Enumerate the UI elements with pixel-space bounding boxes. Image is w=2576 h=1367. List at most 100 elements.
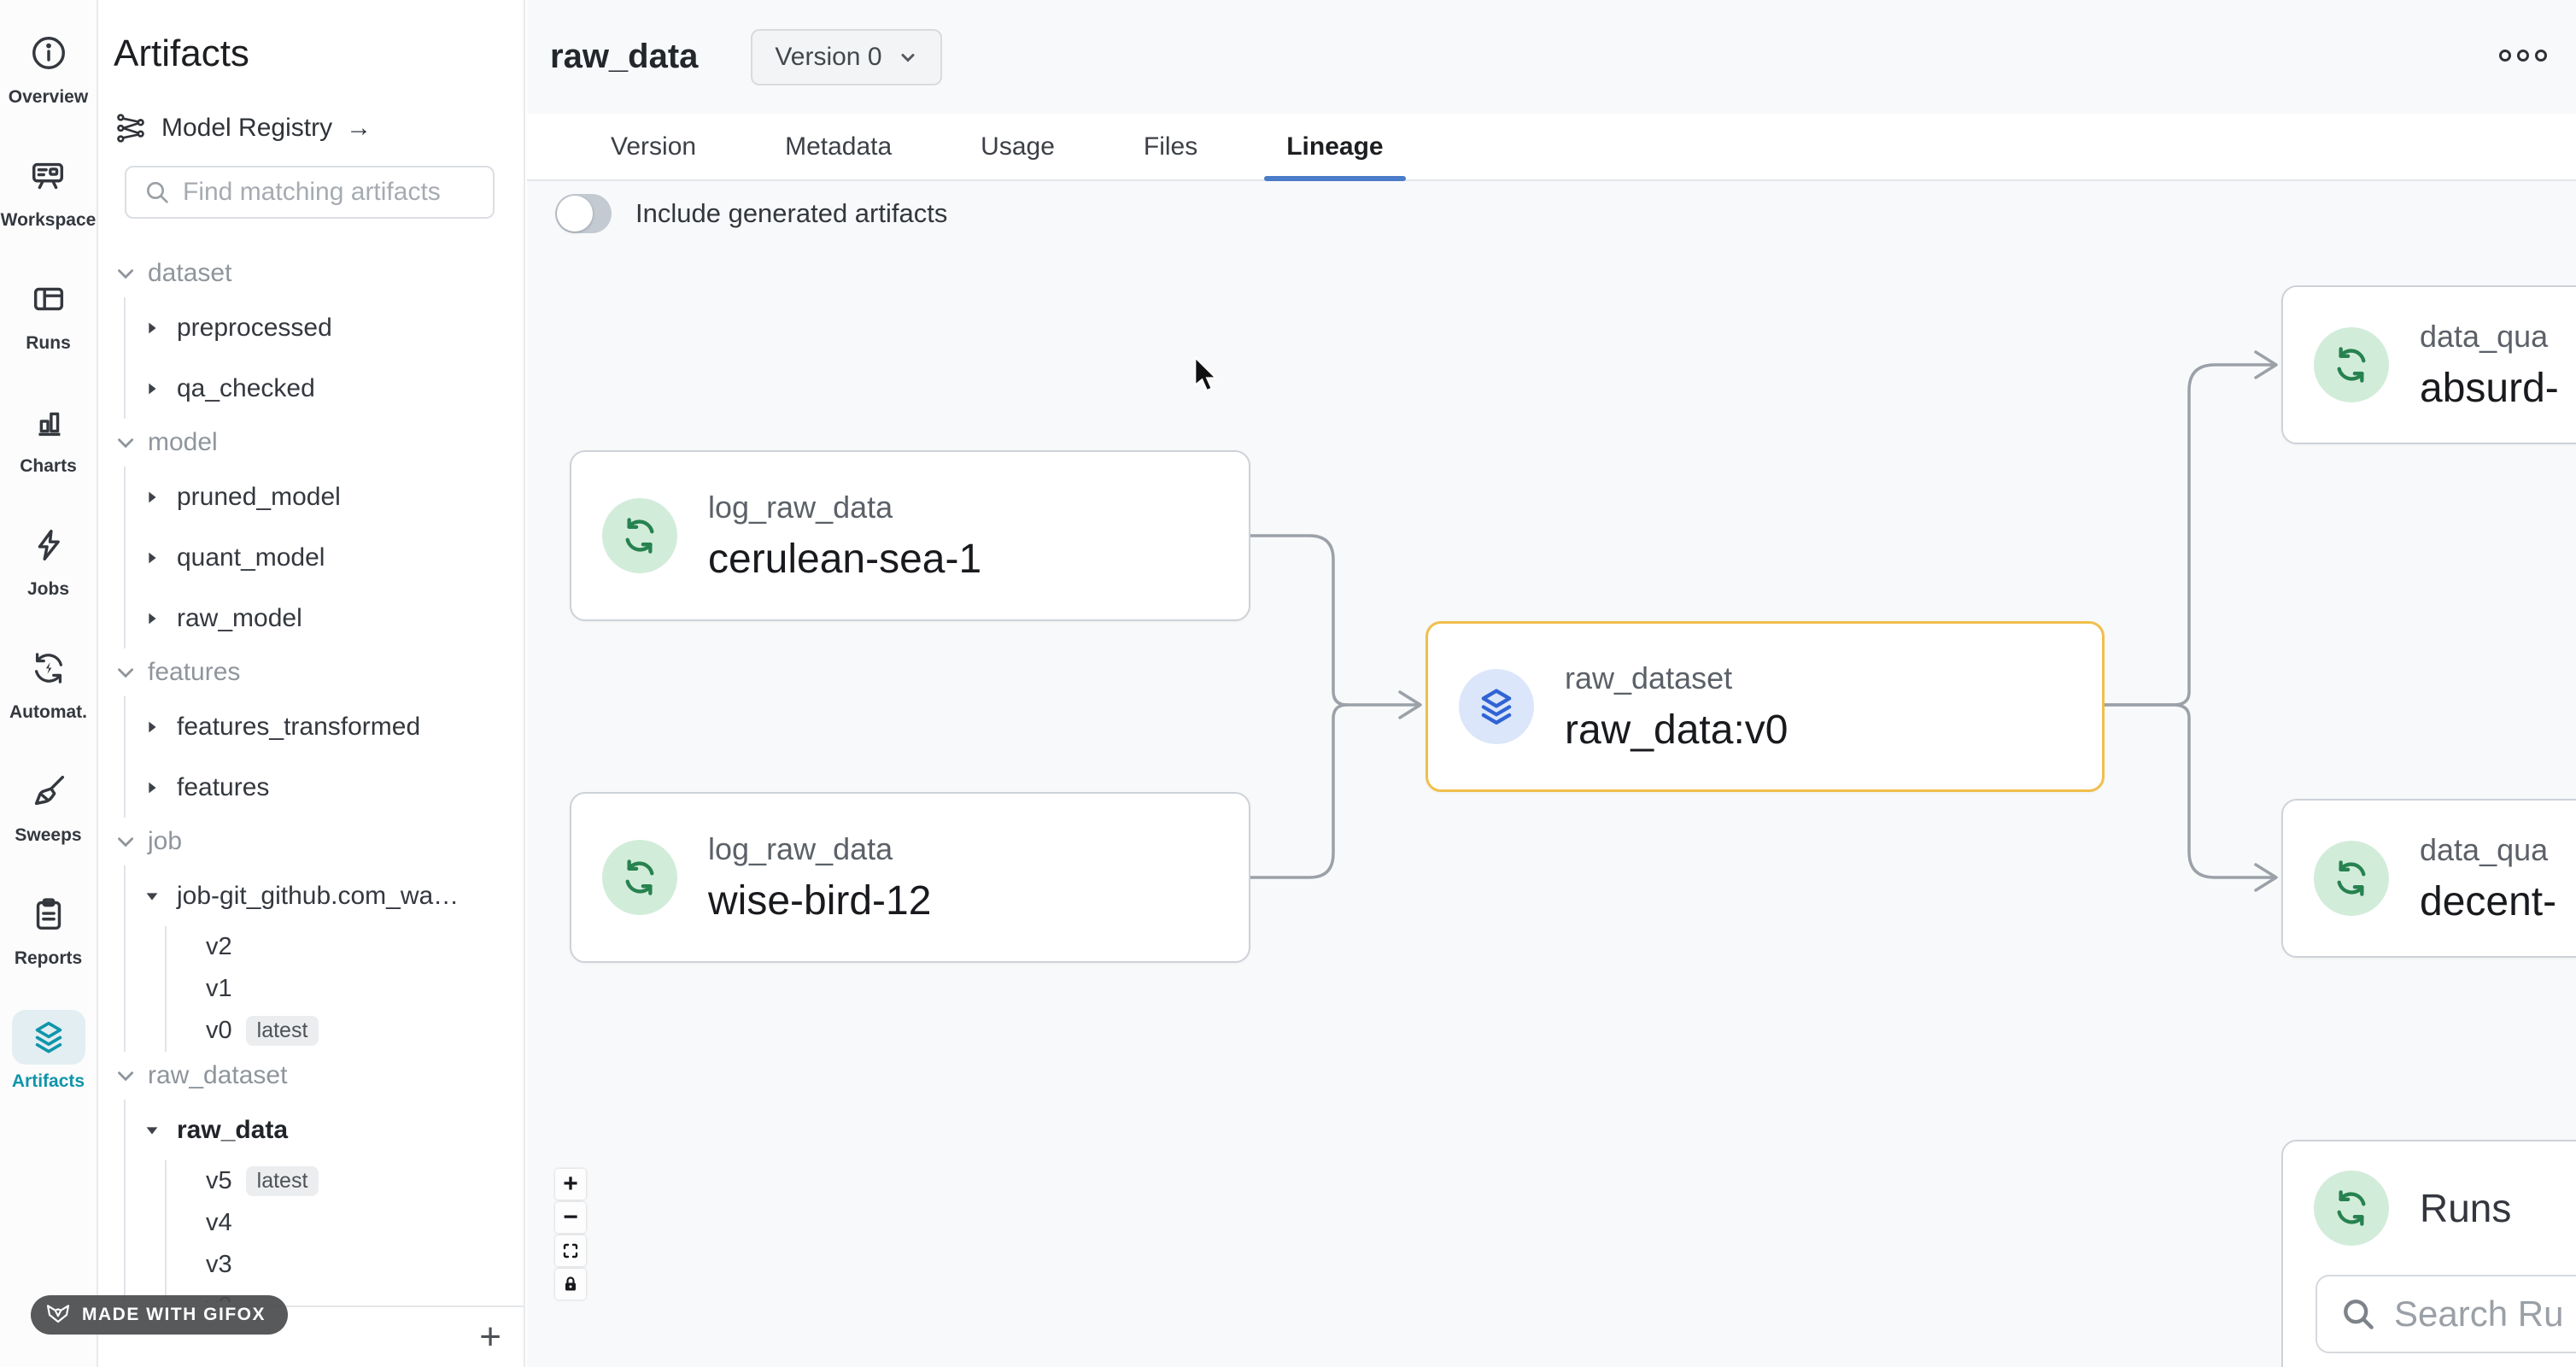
chevron-down-icon: [118, 668, 134, 678]
sidebar-item-runs[interactable]: Runs: [12, 272, 85, 354]
model-registry-icon: [117, 114, 144, 143]
generated-artifacts-toggle-row: Include generated artifacts: [555, 194, 947, 233]
sidebar-item-reports[interactable]: Reports: [12, 887, 85, 969]
sidebar-item-sweeps[interactable]: Sweeps: [12, 764, 85, 846]
tree-section-features[interactable]: features: [114, 648, 512, 696]
tree-item-qa-checked[interactable]: qa_checked: [143, 358, 512, 419]
sidebar-item-jobs[interactable]: Jobs: [12, 518, 85, 600]
runs-search: [2315, 1275, 2576, 1353]
sidebar-item-artifacts[interactable]: Artifacts: [11, 1010, 85, 1092]
version-label: v1: [206, 975, 232, 1002]
panel-footer: +: [98, 1305, 524, 1367]
zoom-in-button[interactable]: +: [555, 1169, 586, 1200]
canvas-zoom-controls: + −: [555, 1169, 586, 1300]
lineage-node-run-absurd[interactable]: data_qua absurd-: [2281, 285, 2576, 444]
tree-item-job-git[interactable]: job-git_github.com_wa…: [143, 865, 512, 926]
version-item-v4[interactable]: v4: [206, 1202, 512, 1244]
version-item-v0[interactable]: v0 latest: [206, 1010, 512, 1052]
node-name: wise-bird-12: [708, 877, 932, 924]
chevron-down-icon: [118, 269, 134, 279]
toggle-label: Include generated artifacts: [635, 198, 948, 228]
tab-version[interactable]: Version: [611, 132, 697, 161]
tree-item-label: raw_model: [177, 603, 302, 632]
run-icon: [602, 498, 677, 573]
tree-item-label: qa_checked: [177, 373, 315, 402]
lineage-node-run-cerulean-sea-1[interactable]: log_raw_data cerulean-sea-1: [570, 450, 1250, 621]
artifact-browser-panel: Artifacts Model Registry → dataset prepr…: [98, 0, 525, 1367]
triangle-right-icon: [149, 491, 156, 502]
fox-icon: [46, 1305, 70, 1323]
version-label: v3: [206, 1251, 232, 1278]
bar-chart-icon: [12, 395, 85, 449]
overflow-menu-button[interactable]: [2499, 50, 2547, 62]
rail-item-label: Runs: [26, 333, 71, 353]
tree-item-quant-model[interactable]: quant_model: [143, 527, 512, 588]
rail-item-label: Sweeps: [15, 825, 82, 845]
tab-lineage[interactable]: Lineage: [1264, 114, 1406, 181]
lineage-node-artifact-raw-data-v0[interactable]: raw_dataset raw_data:v0: [1426, 621, 2105, 792]
tree-item-features-transformed[interactable]: features_transformed: [143, 696, 512, 757]
tab-files[interactable]: Files: [1143, 132, 1198, 161]
tree-item-label: raw_data: [177, 1115, 289, 1144]
fit-view-button[interactable]: [555, 1235, 586, 1266]
tree-item-label: features_transformed: [177, 712, 421, 741]
page-title: raw_data: [550, 38, 699, 75]
lineage-runs-panel[interactable]: Runs: [2281, 1140, 2576, 1367]
sidebar-item-automations[interactable]: Automat.: [9, 641, 87, 723]
toggle-knob: [557, 196, 593, 232]
tree-item-raw-data[interactable]: raw_data: [143, 1100, 512, 1160]
chevron-down-icon: [118, 1071, 134, 1082]
tree-section-model[interactable]: model: [114, 419, 512, 466]
tree-section-label: model: [148, 428, 218, 456]
node-name: raw_data:v0: [1565, 707, 1789, 753]
node-name: absurd-: [2420, 365, 2559, 411]
tree-section-label: raw_dataset: [148, 1061, 288, 1089]
latest-badge: latest: [245, 1016, 319, 1046]
tree-item-label: quant_model: [177, 543, 325, 572]
lock-view-button[interactable]: [555, 1269, 586, 1300]
info-icon: [12, 26, 85, 80]
tree-item-preprocessed[interactable]: preprocessed: [143, 297, 512, 358]
runs-search-input[interactable]: [2394, 1294, 2576, 1335]
chevron-down-icon: [118, 438, 134, 449]
lineage-canvas: Include generated artifacts log_raw_data…: [527, 181, 2576, 1367]
clipboard-icon: [12, 887, 85, 942]
tree-item-features[interactable]: features: [143, 757, 512, 818]
tree-item-pruned-model[interactable]: pruned_model: [143, 466, 512, 527]
rail-item-label: Overview: [8, 87, 89, 107]
artifacts-layers-icon: [11, 1010, 85, 1065]
sidebar-item-workspace[interactable]: Workspace: [1, 149, 96, 231]
tree-section-job[interactable]: job: [114, 818, 512, 865]
model-registry-link[interactable]: Model Registry →: [114, 111, 372, 145]
tab-metadata[interactable]: Metadata: [785, 132, 893, 161]
add-artifact-button[interactable]: +: [479, 1316, 501, 1358]
sidebar-item-overview[interactable]: Overview: [9, 26, 88, 108]
version-dropdown[interactable]: Version 0: [751, 28, 942, 85]
badge-label: MADE WITH GIFOX: [82, 1305, 266, 1324]
artifact-search-input[interactable]: [183, 178, 512, 207]
tree-section-label: features: [148, 658, 241, 686]
lineage-node-run-wise-bird-12[interactable]: log_raw_data wise-bird-12: [570, 792, 1250, 963]
version-item-v3[interactable]: v3: [206, 1244, 512, 1286]
icon-rail: Overview Workspace Runs Charts Jobs Auto…: [0, 0, 98, 1367]
rail-item-label: Charts: [20, 456, 77, 476]
chevron-down-icon: [901, 53, 915, 62]
lock-icon: [565, 1276, 576, 1291]
tree-section-dataset[interactable]: dataset: [114, 249, 512, 297]
version-item-v2[interactable]: v2: [206, 926, 512, 968]
tree-section-raw-dataset[interactable]: raw_dataset: [114, 1052, 512, 1100]
sidebar-item-charts[interactable]: Charts: [12, 395, 85, 477]
version-label: v0: [206, 1017, 232, 1044]
include-generated-toggle[interactable]: [555, 194, 612, 233]
tree-item-raw-model[interactable]: raw_model: [143, 588, 512, 648]
node-name: decent-: [2420, 878, 2557, 924]
broom-icon: [12, 764, 85, 818]
triangle-right-icon: [149, 613, 156, 624]
zoom-out-button[interactable]: −: [555, 1202, 586, 1233]
version-item-v1[interactable]: v1: [206, 968, 512, 1010]
lineage-node-run-decent[interactable]: data_qua decent-: [2281, 799, 2576, 958]
tab-usage[interactable]: Usage: [981, 132, 1055, 161]
lightning-icon: [12, 518, 85, 572]
made-with-gifox-badge: MADE WITH GIFOX: [31, 1295, 288, 1335]
